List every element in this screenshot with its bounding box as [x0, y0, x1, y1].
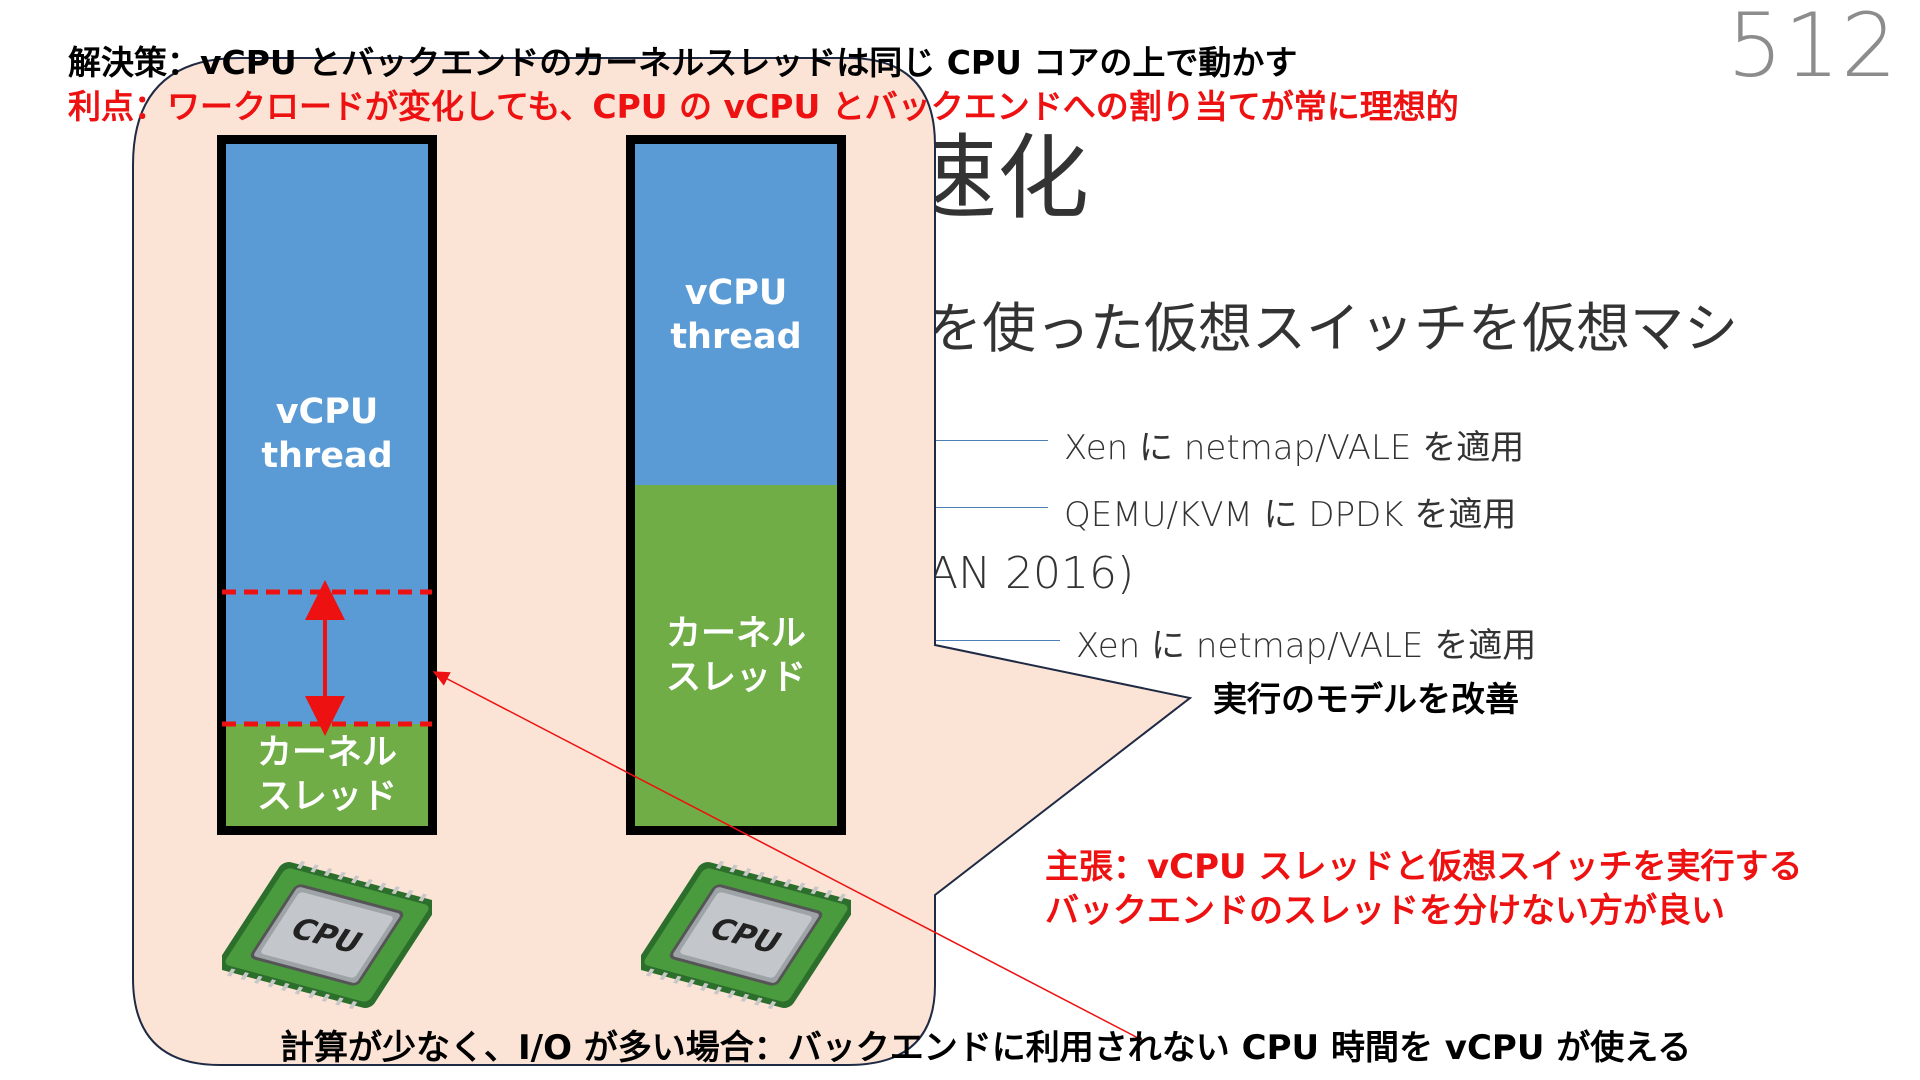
claim-line-1: 主張：vCPU スレッドと仮想スイッチを実行する — [1045, 845, 1802, 889]
cpu-chip-icon-right: CPU — [641, 850, 851, 1020]
cpu-chip-icon-left: CPU — [222, 850, 432, 1020]
benefit-heading: 利点：ワークロードが変化しても、CPU の vCPU とバックエンドへの割り当て… — [68, 80, 1459, 128]
footer-note: 計算が少なく、I/O が多い場合：バックエンドに利用されない CPU 時間を v… — [280, 1020, 1691, 1069]
solution-heading: 解決策：vCPU とバックエンドのカーネルスレッドは同じ CPU コアの上で動か… — [68, 36, 1297, 84]
improvement-label: 実行のモデルを改善 — [1213, 672, 1519, 721]
claim-line-2: バックエンドのスレッドを分けない方が良い — [1045, 889, 1802, 933]
claim-text: 主張：vCPU スレッドと仮想スイッチを実行する バックエンドのスレッドを分けな… — [1045, 845, 1802, 933]
